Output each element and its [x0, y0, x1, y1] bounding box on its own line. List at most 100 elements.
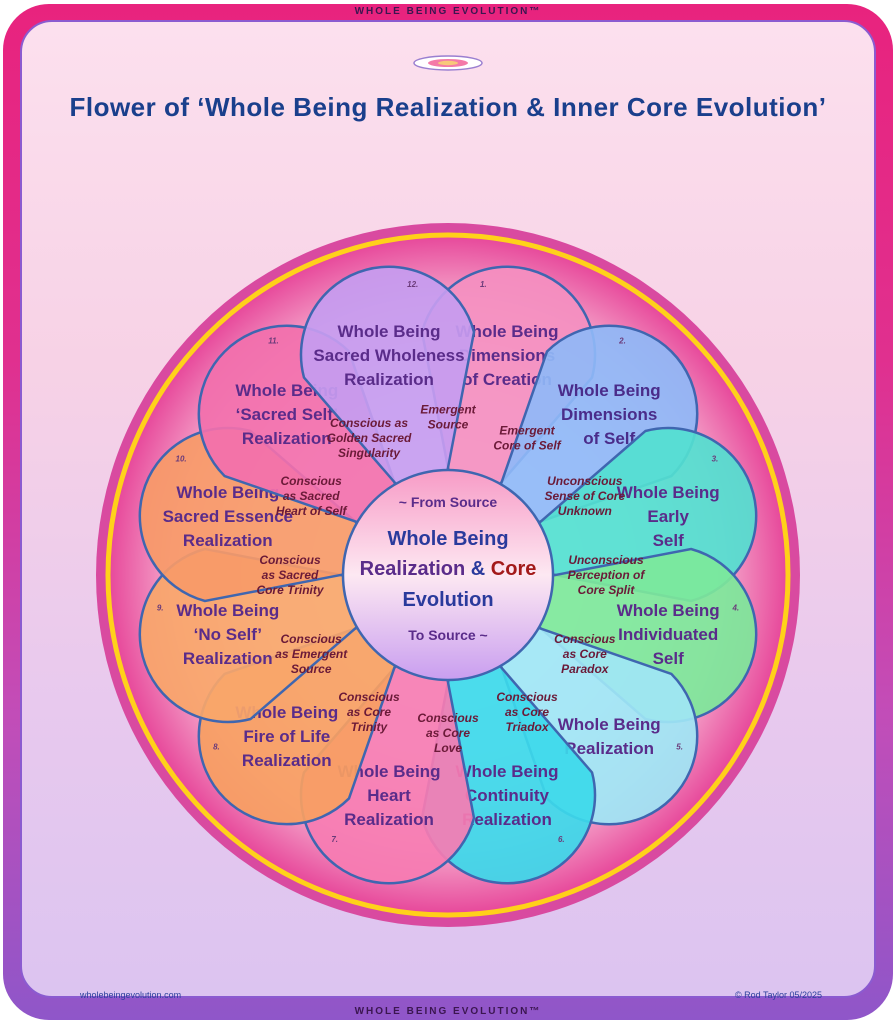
petal-title-line: of Self: [583, 429, 635, 448]
ray-label-line: Conscious: [281, 474, 343, 488]
petal-number: 4.: [731, 603, 739, 612]
petal-number: 8.: [213, 743, 220, 752]
ray-label-line: Love: [434, 741, 462, 755]
center-to-source: To Source ~: [408, 627, 487, 643]
center-realization: Realization: [360, 558, 466, 580]
ray-label-line: Conscious: [496, 690, 558, 704]
ray-label-line: Emergent: [420, 403, 476, 417]
petal-title-line: Realization: [344, 810, 434, 829]
ray-label-line: as Emergent: [275, 647, 348, 661]
ray-label-line: as Core: [505, 705, 549, 719]
petal-title-line: Whole Being: [617, 483, 720, 502]
ray-label-line: Core of Self: [493, 439, 561, 453]
petal-number: 11.: [268, 336, 279, 345]
petal-title-line: Whole Being: [176, 601, 279, 620]
petal-number: 5.: [676, 743, 683, 752]
petal-number: 3.: [712, 455, 719, 464]
petal-title-line: Realization: [344, 370, 434, 389]
petal-title-line: Whole Being: [176, 483, 279, 502]
petal-title-line: Whole Being: [617, 601, 720, 620]
ray-label-line: Conscious: [259, 553, 321, 567]
footer-copyright: © Rod Taylor 05/2025: [735, 990, 823, 1000]
petal-title-line: Whole Being: [558, 715, 661, 734]
center-from-source: ~ From Source: [399, 494, 498, 510]
ray-label-line: Source: [291, 662, 332, 676]
ray-label-line: Heart of Self: [276, 504, 348, 518]
lens-emblem-icon: [413, 55, 483, 71]
petal-shape: [299, 265, 476, 487]
petal-title-line: Individuated: [618, 625, 718, 644]
petal-title-line: Realization: [242, 429, 332, 448]
ray-label-line: Trinity: [351, 720, 389, 734]
petal-title-line: Realization: [462, 810, 552, 829]
petal-title-line: of Creation: [462, 370, 552, 389]
ray-label-line: Conscious: [338, 690, 400, 704]
petal-number: 9.: [157, 603, 164, 612]
petal-title-line: ‘Sacred Self’: [236, 405, 338, 424]
ray-label-line: Paradox: [561, 662, 610, 676]
ray-label-line: Unconscious: [568, 553, 644, 567]
center-title-line2: Realization & Core: [360, 558, 537, 580]
petal-title-line: Whole Being: [338, 762, 441, 781]
petal-number: 2.: [618, 336, 626, 345]
ray-label-line: Sense of Core: [544, 489, 625, 503]
footer-website[interactable]: wholebeingevolution.com: [80, 990, 182, 1000]
brand-top: WHOLE BEING EVOLUTION™: [354, 6, 542, 17]
ray-label-line: Conscious: [281, 632, 343, 646]
petal-title-line: ‘No Self’: [194, 625, 262, 644]
petal-title-line: Early: [647, 507, 689, 526]
petal-title-line: Realization: [183, 649, 273, 668]
page-title: Flower of ‘Whole Being Realization & Inn…: [69, 92, 827, 122]
center-title-line1: Whole Being: [387, 528, 508, 550]
ray-label-line: Perception of: [568, 568, 646, 582]
center-hub: ~ From Source Whole Being Realization & …: [341, 468, 555, 682]
ray-label-line: Conscious as: [330, 416, 408, 430]
ray-label-line: as Core: [426, 726, 470, 740]
petal-title-line: Self: [653, 531, 685, 550]
petal-number: 10.: [176, 455, 187, 464]
petal-title-line: Whole Being: [456, 762, 559, 781]
petal-title-line: Whole Being: [338, 322, 441, 341]
petal-number: 6.: [558, 835, 565, 844]
ray-label-line: Core Split: [578, 583, 636, 597]
ray-label-line: Core Trinity: [256, 583, 324, 597]
ray-label-line: Source: [428, 418, 469, 432]
center-ampersand: &: [471, 558, 491, 580]
ray-label-line: Emergent: [499, 424, 555, 438]
petal-number: 7.: [331, 835, 338, 844]
ray-label-line: as Sacred: [262, 568, 319, 582]
ray-label-line: Triadox: [505, 720, 549, 734]
ray-label-line: Unknown: [558, 504, 612, 518]
petal-title-line: Continuity: [465, 786, 550, 805]
petal-title-line: Self: [653, 649, 685, 668]
petal-title-line: Whole Being: [558, 381, 661, 400]
ray-label-line: Golden Sacred: [327, 431, 412, 445]
ray-label-line: as Core: [347, 705, 391, 719]
petal-title-line: Realization: [242, 751, 332, 770]
petal-number: 12.: [407, 280, 418, 289]
center-core: Core: [491, 558, 537, 580]
ray-label-line: Unconscious: [547, 474, 623, 488]
petal-title-line: Fire of Life: [243, 727, 330, 746]
ray-label-line: Conscious: [554, 632, 616, 646]
petal-title-line: Heart: [367, 786, 411, 805]
ray-label-line: as Sacred: [283, 489, 340, 503]
petal-title-line: Sacred Wholeness: [313, 346, 464, 365]
